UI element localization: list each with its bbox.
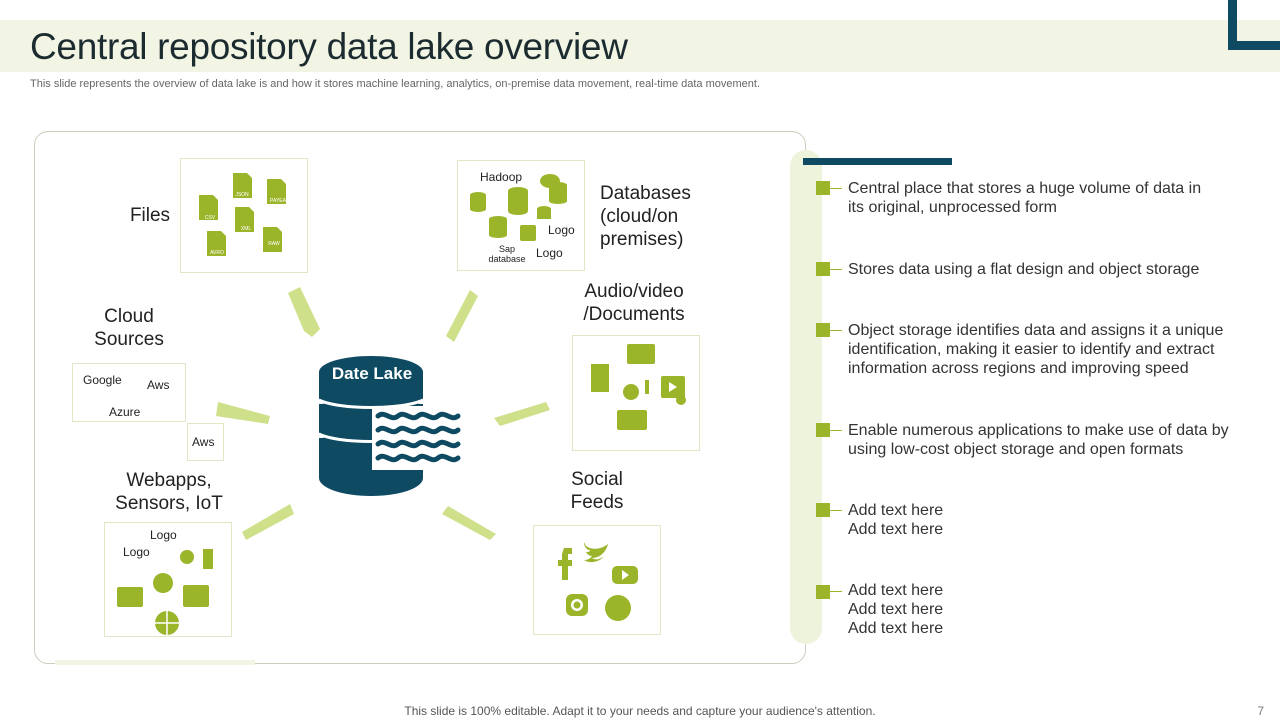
data-lake-label: Date Lake: [331, 364, 413, 383]
facebook-icon: [558, 548, 572, 580]
audio-video-label: Audio/video /Documents: [583, 281, 685, 325]
twitter-icon: [584, 542, 608, 563]
page-number: 7: [1257, 704, 1264, 718]
page-subtitle: This slide represents the overview of da…: [30, 78, 761, 90]
footer-note: This slide is 100% editable. Adapt it to…: [404, 704, 876, 718]
webapps-label: Webapps, Sensors, IoT: [115, 470, 223, 514]
bullet-text: Add text here Add text here: [848, 502, 944, 538]
files-icon-box: CSV JSON PAYEA XML AVRO RAW: [180, 158, 308, 273]
file-tag: XML: [241, 226, 252, 232]
whatsapp-icon: [605, 595, 631, 621]
webapps-logo-2: Logo: [123, 545, 150, 559]
audio-video-box: [572, 335, 700, 451]
social-media-icons: [558, 542, 638, 621]
arrow-files: [288, 287, 320, 337]
files-label: Files: [129, 205, 171, 226]
arrow-databases: [446, 290, 478, 342]
database-cylinders-icon: [470, 174, 567, 241]
sap-label: Sap database: [488, 244, 526, 264]
arrow-webapps: [242, 504, 294, 540]
databases-icon-box: Hadoop Logo Logo Sap database: [457, 160, 585, 271]
bullet-connector: [830, 510, 842, 511]
webapps-logo-1: Logo: [150, 528, 177, 542]
bullet-text: Enable numerous applications to make use…: [848, 422, 1229, 458]
corner-decoration: [1228, 0, 1280, 50]
file-formats-icon: CSV JSON PAYEA XML AVRO RAW: [199, 173, 287, 256]
bullet-connector: [830, 430, 842, 431]
bullet-text: Add text here Add text here Add text her…: [848, 582, 944, 637]
social-feeds-label: Social Feeds: [570, 469, 624, 513]
iot-devices-icon: [117, 549, 213, 635]
panel-bar: [790, 150, 822, 644]
file-tag: RAW: [268, 241, 280, 247]
bullet-connector: [830, 188, 842, 189]
bullet-text: Central place that stores a huge volume …: [848, 180, 1202, 216]
page-title: Central repository data lake overview: [30, 26, 628, 67]
bullet-marker: [816, 323, 830, 337]
file-tag: JSON: [235, 192, 249, 198]
bullet-marker: [816, 181, 830, 195]
aws-logo-text-2: Aws: [192, 435, 215, 449]
bullet-marker: [816, 423, 830, 437]
bullet-connector: [830, 269, 842, 270]
aws-box: Aws: [187, 423, 224, 461]
webapps-box: Logo Logo: [104, 522, 232, 637]
bullet-marker: [816, 503, 830, 517]
db-logo-2: Logo: [536, 246, 563, 260]
media-documents-icon: [591, 344, 686, 430]
social-feeds-box: [533, 525, 661, 635]
bullet-connector: [830, 330, 842, 331]
arrow-cloud: [216, 402, 270, 424]
cloud-sources-box: Google Aws Azure: [72, 363, 186, 422]
db-logo-1: Logo: [548, 223, 575, 237]
panel-topline: [803, 158, 952, 165]
hadoop-label: Hadoop: [480, 170, 523, 184]
title-band: [0, 20, 1280, 72]
file-tag: CSV: [205, 215, 216, 221]
bullet-text: Object storage identifies data and assig…: [848, 322, 1224, 377]
data-lake-icon: [318, 356, 464, 496]
arrow-social: [442, 506, 496, 540]
file-tag: PAYEA: [270, 198, 287, 204]
databases-label: Databases (cloud/on premises): [600, 183, 691, 250]
google-logo-text: Google: [83, 373, 122, 387]
cloud-sources-label: Cloud Sources: [94, 306, 164, 350]
bullet-marker: [816, 585, 830, 599]
aws-logo-text: Aws: [147, 378, 170, 392]
bullet-connector: [830, 591, 842, 592]
bullet-text: Stores data using a flat design and obje…: [848, 261, 1200, 278]
arrow-audio: [494, 402, 550, 426]
azure-logo-text: Azure: [109, 405, 141, 419]
frame-accent: [55, 660, 255, 665]
bullet-marker: [816, 262, 830, 276]
file-tag: AVRO: [210, 250, 224, 256]
